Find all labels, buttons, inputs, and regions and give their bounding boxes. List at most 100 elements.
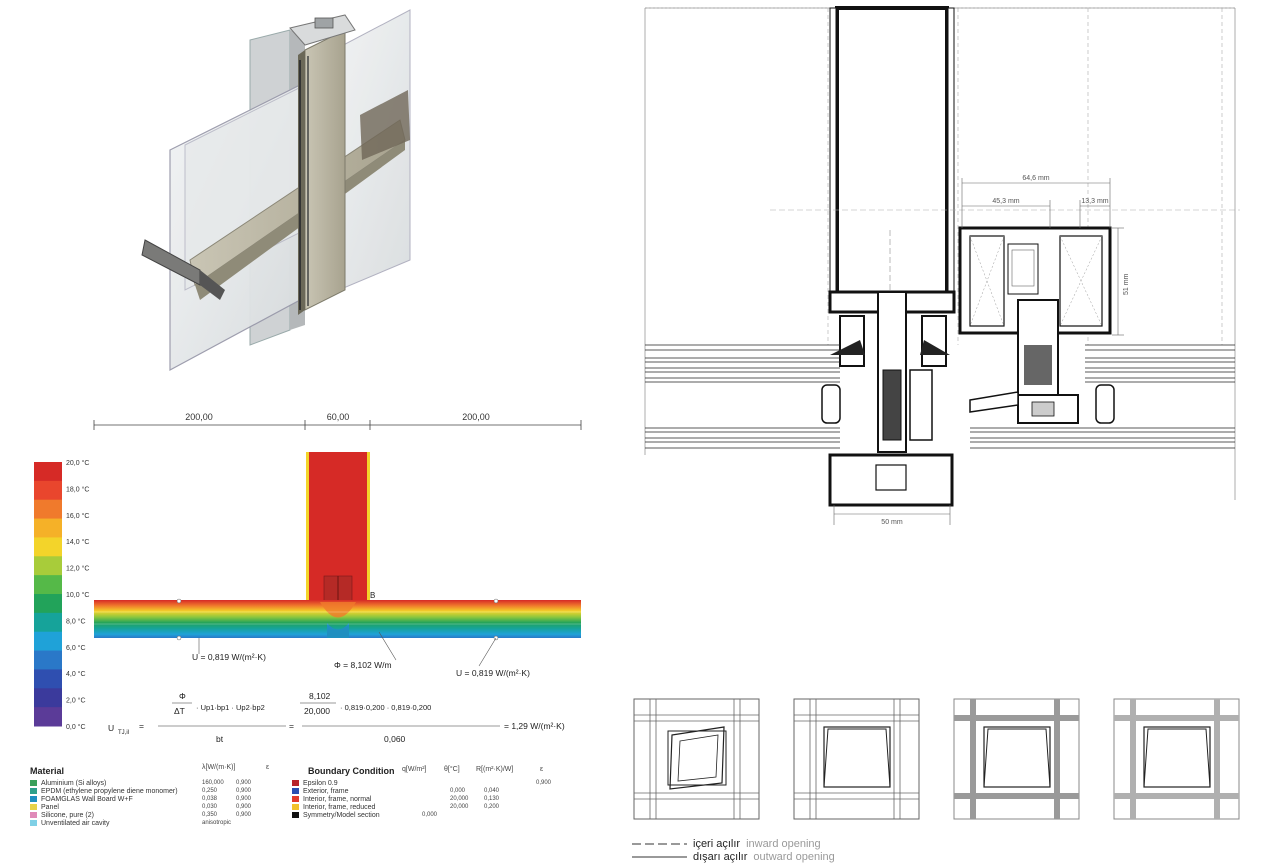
material-legend: Material λ[W/(m·K)] ε Aluminium (Si allo… (30, 762, 590, 842)
scale-label: 0,0 °C (66, 723, 86, 731)
boundary-name: Symmetry/Model section (303, 811, 380, 819)
boundary-eps: 0,900 (536, 780, 552, 786)
curtain-wall-3d-render (141, 9, 411, 372)
dim-height-label: 51 mm (1123, 273, 1130, 295)
boundary-r: 0,040 (484, 788, 500, 794)
scale-label: 8,0 °C (66, 617, 86, 625)
outward-opening-en: outward opening (753, 851, 835, 863)
dim-a-label: 45,3 mm (992, 198, 1019, 205)
material-lambda: 0,038 (202, 796, 218, 802)
scale-label: 18,0 °C (66, 485, 89, 493)
opening-legend: içeri açılır inward opening dışarı açılı… (632, 838, 932, 864)
dim-bottom-label: 50 mm (881, 519, 903, 526)
boundary-r: 0,130 (484, 796, 500, 802)
svg-text:=: = (139, 721, 144, 731)
formula-den-val: 20,000 (304, 706, 330, 716)
u-left-label: U = 0,819 W/(m²·K) (192, 652, 266, 662)
scale-swatch (34, 556, 62, 576)
inward-opening-en: inward opening (746, 838, 821, 850)
scale-label: 16,0 °C (66, 512, 89, 520)
formula-terms-val: · 0,819·0,200 · 0,819·0,200 (340, 703, 431, 712)
outward-opening-row: dışarı açılır outward opening (632, 851, 835, 863)
material-name: Panel (41, 803, 59, 811)
material-name: Silicone, pure (2) (41, 811, 94, 819)
theta-header: θ[°C] (444, 766, 460, 773)
scale-label: 10,0 °C (66, 591, 89, 599)
lambda-header: λ[W/(m·K)] (202, 764, 236, 771)
boundary-header: Boundary Condition (308, 766, 395, 776)
opening-schematic-1 (633, 698, 760, 820)
scale-label: 20,0 °C (66, 459, 89, 467)
material-row: EPDM (ethylene propylene diene monomer) (30, 787, 178, 795)
scale-swatch (34, 650, 62, 670)
scale-label: 6,0 °C (66, 644, 86, 652)
boundary-swatch (292, 796, 299, 802)
dashed-line-icon (632, 843, 687, 845)
material-lambda: 0,030 (202, 804, 218, 810)
formula-frac-num: Φ (179, 691, 186, 701)
formula-frac-den: ΔT (174, 706, 185, 716)
boundary-row: Epsilon 0.9 (292, 779, 338, 787)
scale-label: 4,0 °C (66, 670, 86, 678)
profile-section-drawing: 64,6 mm 45,3 mm 13,3 mm 51 mm 50 mm (644, 6, 1240, 526)
material-eps: 0,900 (236, 788, 252, 794)
scale-swatch (34, 594, 62, 614)
scale-swatch (34, 518, 62, 538)
u-value-formula: U TJ,il = Φ ΔT · Up1·bp1 · Up2·bp2 bt = … (108, 691, 565, 744)
material-swatch (30, 796, 37, 802)
inward-opening-tr: içeri açılır (693, 838, 741, 850)
q-header: q[W/m²] (402, 766, 427, 773)
dim-mid-label: 60,00 (327, 412, 350, 422)
formula-bt: bt (216, 734, 224, 744)
u-right-label: U = 0,819 W/(m²·K) (456, 668, 530, 678)
thermal-simulation-panel: 200,00 60,00 200,00 B U = 0,819 W/(m²·K)… (24, 398, 624, 758)
boundary-name: Epsilon 0.9 (303, 779, 338, 787)
dim-right-label: 200,00 (462, 412, 490, 422)
opening-type-schematics (633, 698, 1240, 820)
scale-swatch (34, 462, 62, 482)
scale-swatch (34, 480, 62, 501)
opening-schematic-4 (1113, 698, 1240, 820)
dim-total-label: 64,6 mm (1022, 175, 1049, 182)
opening-schematic-2 (793, 698, 920, 820)
material-lambda: 0,350 (202, 812, 218, 818)
dim-left-label: 200,00 (185, 412, 213, 422)
boundary-row: Exterior, frame (292, 787, 349, 795)
material-eps: 0,900 (236, 796, 252, 802)
dim-b-label: 13,3 mm (1081, 198, 1108, 205)
point-b-label: B (370, 591, 375, 600)
opening-schematic-3 (953, 698, 1080, 820)
inward-opening-row: içeri açılır inward opening (632, 838, 821, 850)
boundary-row: Interior, frame, normal (292, 795, 371, 803)
solid-line-icon (632, 856, 687, 858)
material-swatch (30, 820, 37, 826)
material-swatch (30, 780, 37, 786)
boundary-theta: 20,000 (450, 804, 469, 810)
formula-terms: · Up1·bp1 · Up2·bp2 (196, 703, 265, 712)
scale-swatch (34, 499, 62, 520)
formula-bottom-val: 0,060 (384, 734, 406, 744)
boundary-theta: 20,000 (450, 796, 469, 802)
material-lambda: 0,250 (202, 788, 218, 794)
material-swatch (30, 788, 37, 794)
material-header: Material (30, 766, 65, 776)
formula-num-val: 8,102 (309, 691, 331, 701)
scale-label: 14,0 °C (66, 538, 89, 546)
eps-header: ε (266, 764, 270, 771)
phi-label: Φ = 8,102 W/m (334, 660, 392, 670)
material-lambda: anisotropic (202, 820, 232, 826)
material-lambda: 160,000 (202, 780, 224, 786)
thermal-diagram: 200,00 60,00 200,00 B U = 0,819 W/(m²·K)… (34, 412, 582, 744)
material-eps: 0,900 (236, 812, 252, 818)
material-eps: 0,900 (236, 804, 252, 810)
boundary-swatch (292, 812, 299, 818)
boundary-row: Interior, frame, reduced (292, 803, 375, 811)
scale-swatch (34, 631, 62, 652)
temperature-scale: 20,0 °C18,0 °C16,0 °C14,0 °C12,0 °C10,0 … (34, 459, 89, 731)
r-header: R[(m²·K)/W] (476, 766, 514, 773)
scale-swatch (34, 612, 62, 633)
boundary-theta: 0,000 (450, 788, 466, 794)
formula-lhs: U (108, 723, 114, 733)
outward-opening-tr: dışarı açılır (693, 851, 748, 863)
scale-swatch (34, 707, 62, 727)
